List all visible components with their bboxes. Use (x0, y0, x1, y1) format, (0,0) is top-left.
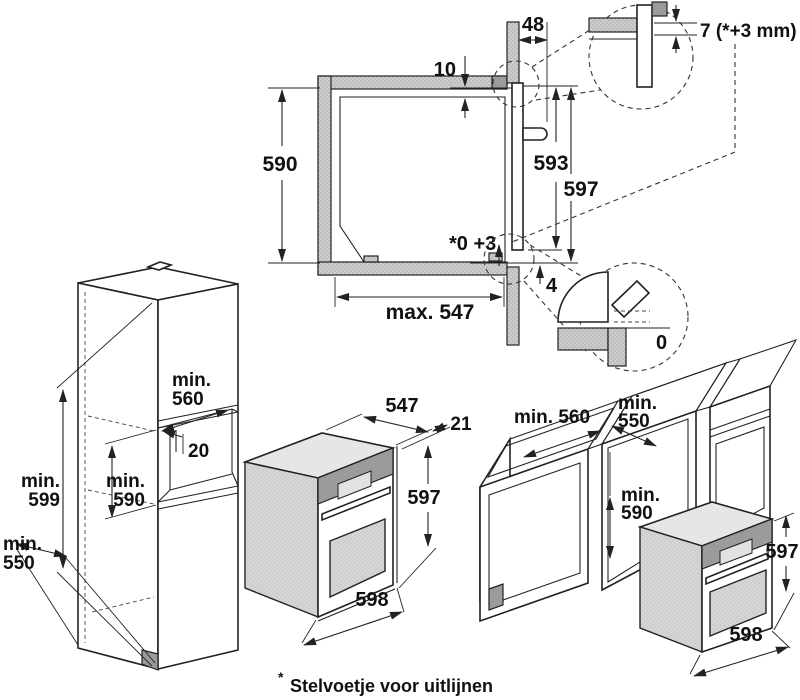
base-oven-display (719, 538, 753, 566)
dim-max-depth-label: max. 547 (386, 301, 475, 324)
tc-niche-width-min-label: min. (172, 370, 211, 391)
oven-depth-label: 547 (385, 395, 418, 417)
niche-back-wall (317, 75, 332, 276)
dim-niche-height-label: 590 (262, 153, 297, 176)
tall-cabinet-front-face (157, 283, 239, 671)
base-cab-left-door (488, 462, 581, 606)
bc-niche-height-min-label: min. (621, 485, 660, 506)
detail-oven-corner (557, 271, 609, 323)
oven-display (337, 470, 372, 500)
dim-bottom-gap-label: *0 +3 (449, 233, 496, 255)
tc-niche-width-label: 560 (172, 389, 204, 410)
bc-opening1-width-label: min. 560 (514, 407, 590, 428)
oven-handle (321, 485, 391, 522)
tc-niche-height-label: 590 (113, 490, 145, 511)
oven-dimensions-view: 547 21 597 598 (242, 395, 472, 646)
cabinet-front-strip-lower (506, 266, 520, 346)
footnote-text: Stelvoetje voor uitlijnen (290, 676, 493, 696)
tc-depth-label: 550 (3, 553, 35, 574)
base-cab-left-front (479, 447, 589, 623)
tc-depth-min-label: min. (3, 534, 42, 555)
bc-opening2-width-min-label: min. (618, 393, 657, 414)
oven-height-label: 597 (407, 487, 440, 509)
niche-top-panel (317, 75, 508, 90)
tc-outer-height-min-label: min. (21, 471, 60, 492)
tc-outer-height-label: 599 (28, 490, 60, 511)
tall-cabinet-top-tab (145, 261, 174, 271)
detail-front-cut (607, 327, 627, 367)
niche-top-panel-cap (491, 75, 508, 90)
oven-door-window (329, 517, 386, 599)
detail-gap-top-label: 7 (*+3 mm) (700, 21, 797, 42)
base-cab-left-notch (488, 583, 504, 611)
detail-gap-bottom-label: 0 (656, 332, 667, 354)
base-oven-handle (705, 551, 769, 586)
oven-door-panel (511, 82, 524, 251)
detail-worktop (588, 17, 638, 33)
niche-bottom-shelf (317, 261, 508, 276)
detail-door-edge (636, 4, 653, 88)
base-cabinet-view: min. 560 min. 550 min. 590 597 598 (479, 339, 799, 677)
oven-door-proud-label: 21 (450, 414, 472, 435)
detail-shelf-cut (557, 327, 609, 351)
bc-opening2-width-label: 550 (618, 411, 650, 432)
dim-front-offset-label: 48 (522, 14, 544, 36)
oven-body-outline (339, 96, 506, 263)
oven-door-handle (522, 127, 548, 141)
tc-rear-gap-label: 20 (188, 441, 209, 462)
bc-oven-height-label: 597 (765, 541, 798, 563)
base-oven-door-window (709, 568, 767, 638)
footnote-marker: * (278, 669, 284, 685)
dim-door-height-label: 593 (533, 152, 568, 175)
base-oven-side-face (639, 526, 703, 654)
dim-front-height-label: 597 (563, 178, 598, 201)
detail-leader (511, 44, 736, 243)
leveling-foot-wedge (610, 279, 651, 319)
tall-cabinet-base-notch (141, 649, 159, 671)
tc-niche-height-min-label: min. (106, 471, 145, 492)
detail-circle-bottom: 0 (483, 233, 689, 372)
dim-bottom-clearance-label: 4 (546, 275, 558, 297)
tall-cabinet-view: min. 560 20 min. 599 min. 590 min. 550 (3, 261, 239, 671)
detail-panel-cap (651, 1, 668, 17)
oven-width-label: 598 (355, 589, 388, 611)
footnote: * Stelvoetje voor uitlijnen (278, 669, 493, 696)
oven-control-panel (317, 447, 394, 505)
oven-side-face (244, 461, 319, 619)
cross-section-view: 10 48 590 593 597 *0 +3 4 max. 547 (262, 14, 599, 346)
dim-top-gap-label: 10 (434, 59, 456, 81)
oven-rear-foot (363, 255, 379, 263)
bc-niche-height-label: 590 (621, 503, 653, 524)
detail-circle-top: 7 (*+3 mm) (492, 1, 797, 243)
bc-oven-width-label: 598 (729, 624, 762, 646)
cabinet-front-strip-upper (506, 21, 520, 84)
